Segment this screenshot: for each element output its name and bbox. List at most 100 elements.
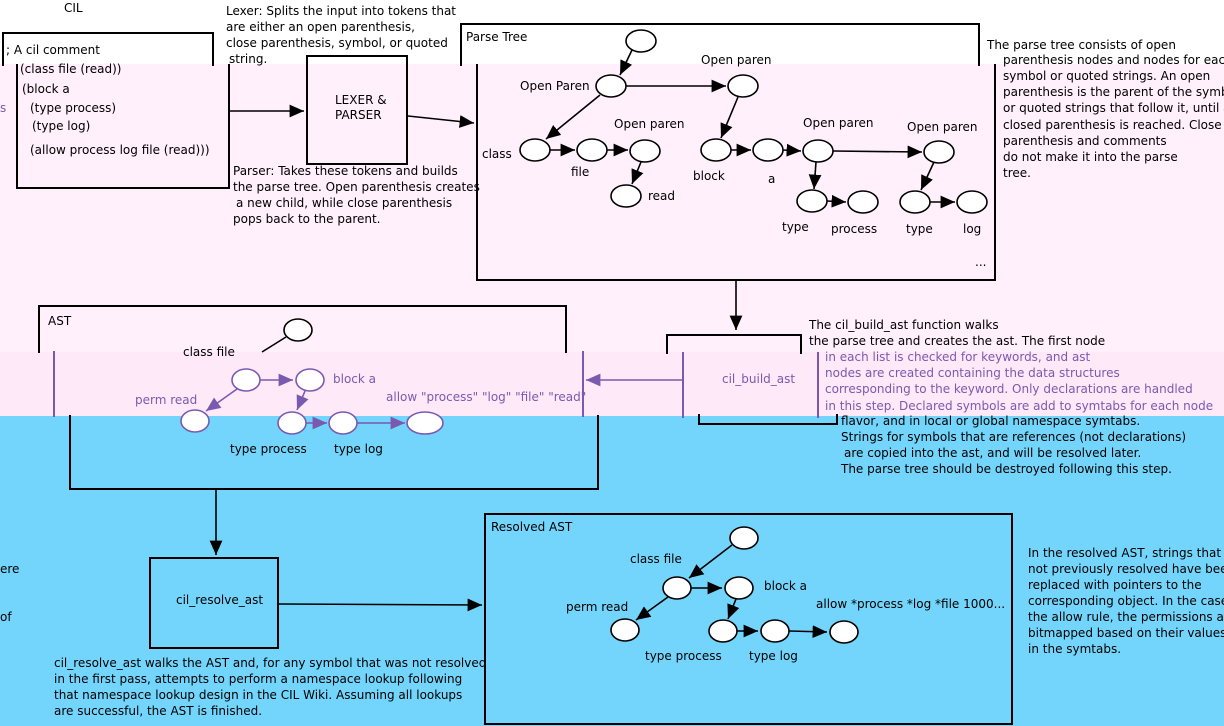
- pt-label: type: [782, 220, 809, 234]
- resolved-label: class file: [630, 552, 682, 566]
- pt-label: type: [906, 222, 933, 236]
- parser-note: Parser: Takes these tokens and builds: [233, 164, 458, 178]
- resolve-ast-box: [149, 557, 279, 649]
- ast-title: AST: [48, 314, 72, 328]
- cil-source-box-lower: [16, 64, 230, 189]
- build-note: Strings for symbols that are references …: [841, 430, 1187, 444]
- ast-label: allow "process" "log" "file" "read": [386, 390, 587, 404]
- pt-label: class: [482, 147, 512, 161]
- pt-label: Open paren: [803, 116, 874, 130]
- cil-line: (type process): [30, 101, 117, 115]
- resolved-note: corresponding object. In the case of: [1028, 594, 1224, 608]
- pt-label: read: [648, 189, 676, 203]
- parse-tree-title: Parse Tree: [466, 30, 528, 44]
- pt-label: a: [768, 172, 776, 186]
- parse-note: parenthesis nodes and nodes for each: [1003, 53, 1224, 67]
- resolved-label: type log: [749, 649, 798, 663]
- pink-band: [0, 64, 1224, 352]
- parse-note: The parse tree consists of open: [987, 38, 1176, 52]
- pt-label: Open paren: [907, 120, 978, 134]
- parse-tree-box: [460, 23, 980, 66]
- left-edge-text: s: [0, 101, 7, 115]
- lexer-note: Lexer: Splits the input into tokens that: [226, 4, 456, 18]
- ast-label: type process: [230, 442, 307, 456]
- resolved-note: replaced with pointers to the: [1028, 578, 1202, 592]
- resolved-note: bitmapped based on their values: [1028, 626, 1224, 640]
- lexer-note: close parenthesis, symbol, or quoted: [226, 36, 448, 50]
- build-ast-label: cil_build_ast: [722, 372, 796, 386]
- parse-note: symbol or quoted strings. An open: [1003, 69, 1211, 83]
- pt-label: Open paren: [701, 53, 772, 67]
- parse-tree-box-lower: [476, 64, 996, 281]
- build-note: corresponding to the keyword. Only decla…: [825, 382, 1193, 396]
- pt-label: Open paren: [614, 117, 685, 131]
- build-ast-box-mid: [682, 352, 819, 418]
- ast-box: [38, 305, 567, 353]
- resolved-label: perm read: [566, 600, 629, 614]
- left-edge-text: ere: [0, 562, 20, 576]
- build-note: the parse tree and creates the ast. The …: [809, 334, 1106, 348]
- arrow-resolve-to-resolved: [278, 598, 483, 612]
- pt-label: block: [693, 169, 725, 183]
- cil-line: (type log): [32, 119, 91, 133]
- resolved-note: in the symtabs.: [1028, 642, 1122, 656]
- parser-note: a new child, while close parenthesis: [236, 196, 453, 210]
- parser-note: the parse tree. Open parenthesis creates: [233, 180, 480, 194]
- pt-label: process: [831, 222, 878, 236]
- cil-title: CIL: [64, 1, 83, 15]
- lexer-note: are either an open parenthesis,: [226, 20, 415, 34]
- resolve-note: cil_resolve_ast walks the AST and, for a…: [54, 656, 487, 670]
- lexer-parser-label: PARSER: [335, 108, 382, 122]
- cil-source-box: [2, 32, 214, 66]
- resolved-note: not previously resolved have been: [1028, 562, 1224, 576]
- pt-label: file: [571, 165, 590, 179]
- pt-label: Open Paren: [520, 79, 590, 93]
- resolve-note: are successful, the AST is finished.: [54, 704, 263, 718]
- pt-label: ...: [975, 255, 987, 269]
- build-ast-box: [666, 334, 802, 354]
- parse-note: or quoted strings that follow it, until …: [1003, 101, 1224, 115]
- ast-label: block a: [333, 372, 377, 386]
- pink-band-lower: [0, 352, 1224, 416]
- resolve-ast-label: cil_resolve_ast: [176, 593, 264, 607]
- cil-line: (block a: [22, 82, 70, 96]
- resolve-note: in the first pass, attempts to perform a…: [54, 672, 463, 686]
- ast-label: type log: [334, 442, 383, 456]
- parse-note: do not make it into the parse: [1003, 150, 1178, 164]
- parse-note: closed parenthesis is reached. Close: [1003, 118, 1222, 132]
- arrow-lexer-to-parse: [407, 115, 475, 128]
- resolve-note: that namespace lookup design in the CIL …: [54, 688, 463, 702]
- build-note: The cil_build_ast function walks: [809, 318, 999, 332]
- lexer-parser-box: [306, 55, 408, 165]
- build-note: The parse tree should be destroyed follo…: [841, 462, 1172, 476]
- resolved-label: allow *process *log *file 1000...: [816, 597, 1006, 611]
- left-edge-text: of: [0, 610, 12, 624]
- parse-note: parenthesis is the parent of the symbol: [1003, 85, 1224, 99]
- resolved-ast-box: [484, 513, 1013, 725]
- parse-tree-graph: [519, 29, 988, 214]
- lexer-parser-label: LEXER &: [335, 93, 387, 107]
- cil-line: ; A cil comment: [6, 43, 100, 57]
- pt-label: log: [963, 222, 982, 236]
- build-note: flavor, and in local or global namespace…: [841, 414, 1141, 428]
- cil-line: (allow process log file (read))): [30, 143, 210, 157]
- cil-line: (class file (read)): [20, 62, 122, 76]
- ast-label: class file: [183, 345, 235, 359]
- resolved-ast-graph: [610, 526, 859, 644]
- build-note: in each list is checked for keywords, an…: [825, 350, 1091, 364]
- ast-box-lower: [69, 415, 599, 490]
- ast-label: perm read: [135, 393, 198, 407]
- lexer-note: string.: [229, 52, 268, 66]
- ast-box-mid: [53, 351, 584, 417]
- parser-note: pops back to the parent.: [233, 212, 381, 226]
- build-note: are copied into the ast, and will be res…: [844, 446, 1142, 460]
- resolved-note: the allow rule, the permissions are: [1028, 610, 1224, 624]
- resolved-note: In the resolved AST, strings that were: [1028, 546, 1224, 560]
- resolved-label: block a: [764, 579, 808, 593]
- parse-note: parenthesis and comments: [1003, 134, 1167, 148]
- parse-note: tree.: [1003, 166, 1031, 180]
- resolved-ast-title: Resolved AST: [491, 520, 573, 534]
- build-note: nodes are created containing the data st…: [825, 366, 1120, 380]
- ast-graph: [283, 318, 313, 342]
